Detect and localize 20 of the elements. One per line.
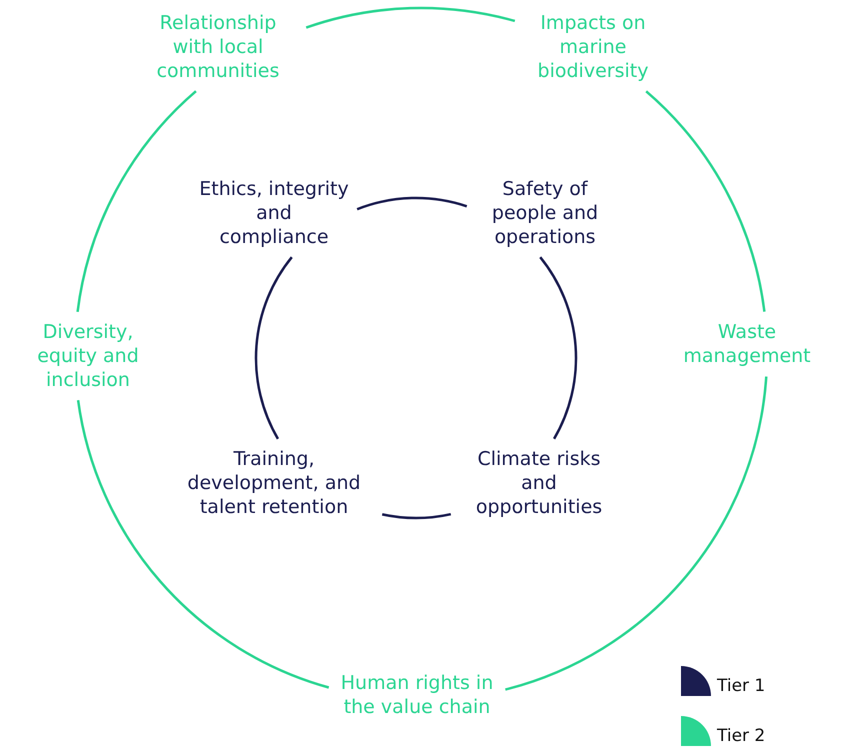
topic-label: Impacts on marine biodiversity xyxy=(523,11,663,83)
topic-label: Training, development, and talent retention xyxy=(174,447,374,519)
topic-label: Diversity, equity and inclusion xyxy=(28,320,148,392)
circle-arc xyxy=(76,90,197,312)
legend-label: Tier 2 xyxy=(717,726,766,746)
circle-arc xyxy=(539,256,578,440)
topic-label: Human rights in the value chain xyxy=(337,671,497,719)
topic-label: Relationship with local communities xyxy=(138,11,298,83)
legend-label: Tier 1 xyxy=(717,676,766,696)
circle-arc xyxy=(356,196,468,210)
topic-label: Ethics, integrity and compliance xyxy=(199,177,349,249)
circle-arc xyxy=(645,90,766,312)
circle-arc xyxy=(76,400,330,689)
circle-arc xyxy=(306,6,516,29)
circle-arc xyxy=(504,376,768,691)
topic-label: Climate risks and opportunities xyxy=(459,447,619,519)
circle-arc xyxy=(382,512,452,520)
topic-label: Waste management xyxy=(667,320,827,368)
topic-label: Safety of people and operations xyxy=(475,177,615,249)
circle-arc xyxy=(254,256,293,440)
